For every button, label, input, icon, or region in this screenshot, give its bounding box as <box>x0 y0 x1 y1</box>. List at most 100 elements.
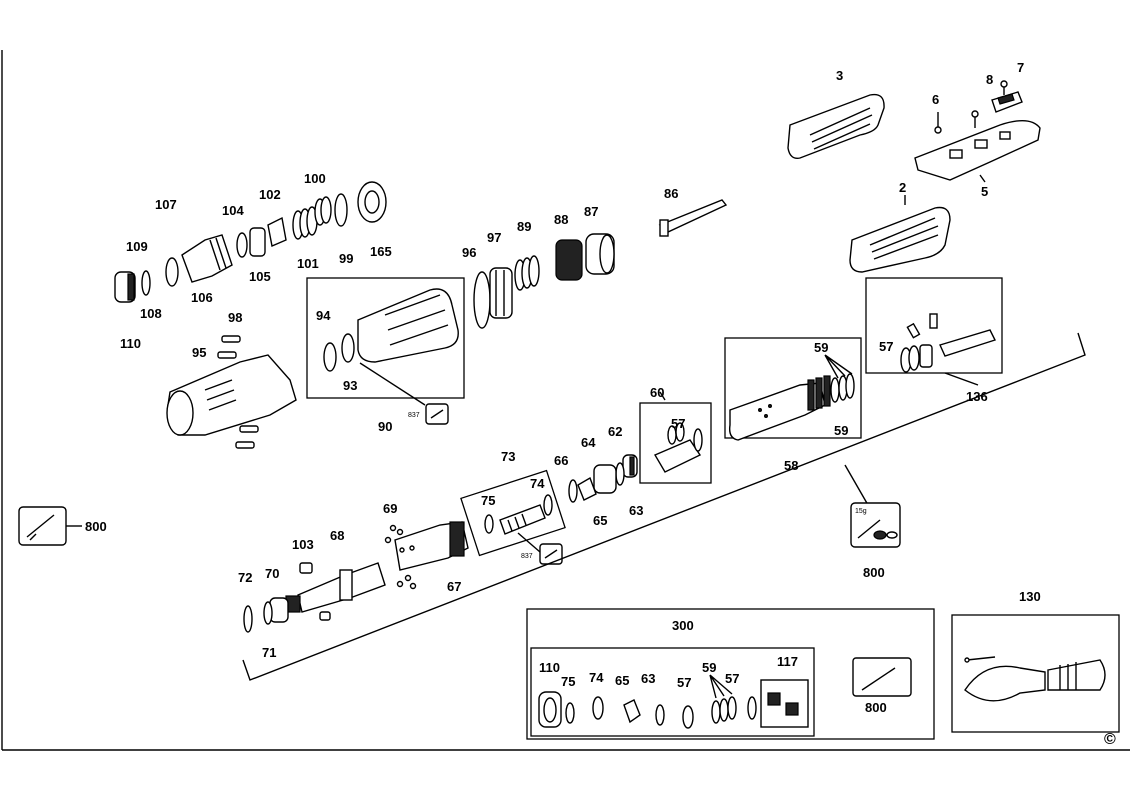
leader-5 <box>979 174 986 183</box>
label-57-kit: 57 <box>677 675 691 690</box>
part-2-side-cover <box>849 206 951 273</box>
label-86: 86 <box>664 186 678 201</box>
part-102-washer <box>267 216 287 247</box>
label-95: 95 <box>192 345 206 360</box>
kit-136-box <box>865 277 1003 374</box>
part-70-bushing <box>269 597 289 623</box>
label-66: 66 <box>554 453 568 468</box>
label-130: 130 <box>1019 589 1041 604</box>
label-5: 5 <box>981 184 988 199</box>
label-71: 71 <box>262 645 276 660</box>
part-86-pin <box>658 199 728 237</box>
kit-300-box <box>526 608 935 740</box>
label-7: 7 <box>1017 60 1024 75</box>
label-67: 67 <box>447 579 461 594</box>
part-89-spring <box>514 255 540 291</box>
label-63-kit: 63 <box>641 671 655 686</box>
part-104-ring <box>236 232 248 258</box>
label-65: 65 <box>593 513 607 528</box>
part-105-bushing <box>249 227 266 257</box>
label-3: 3 <box>836 68 843 83</box>
label-70: 70 <box>265 566 279 581</box>
part-96-ring <box>473 271 491 329</box>
label-74-kit: 74 <box>589 670 604 685</box>
label-100: 100 <box>304 171 326 186</box>
part-72-ring <box>243 605 253 633</box>
label-837a: 837 <box>408 412 420 419</box>
label-110-kit: 110 <box>539 660 560 675</box>
part-59-rings-a <box>830 373 855 403</box>
label-69: 69 <box>383 501 397 516</box>
part-6-screw <box>934 110 979 134</box>
leader-800b <box>844 464 869 506</box>
label-99: 99 <box>339 251 353 266</box>
part-108-ring <box>141 270 151 296</box>
part-8-screw <box>1000 80 1008 95</box>
leader-59a <box>824 354 853 379</box>
label-800-middle: 800 <box>863 565 885 580</box>
part-75-ring-kit <box>565 702 575 724</box>
part-68-striker <box>285 562 386 613</box>
part-65-clip <box>577 476 597 501</box>
grease-kit-800-icon-left[interactable] <box>18 506 67 546</box>
label-165: 165 <box>370 244 392 259</box>
part-93-ring <box>341 333 355 363</box>
part-64-bushing <box>593 464 617 494</box>
label-110: 110 <box>120 336 141 351</box>
part-57-ring-kit-b <box>747 696 757 720</box>
label-136: 136 <box>966 389 988 404</box>
part-110-nut <box>114 271 136 303</box>
part-69-balls <box>384 524 417 590</box>
label-104: 104 <box>222 203 244 218</box>
label-64: 64 <box>581 435 596 450</box>
grease-kit-800-icon-middle[interactable] <box>850 502 901 548</box>
label-59-kit: 59 <box>702 660 716 675</box>
label-74: 74 <box>530 476 545 491</box>
label-88: 88 <box>554 212 568 227</box>
label-75-kit: 75 <box>561 674 575 689</box>
part-59-rings-kit <box>711 696 737 724</box>
kit-58-box <box>724 337 862 439</box>
part-101-spring <box>292 206 318 240</box>
part-62-nut <box>622 454 638 478</box>
part-90-cylinder <box>357 288 459 363</box>
part-3-side-cover <box>787 93 885 159</box>
part-67-gear <box>394 521 469 571</box>
label-101: 101 <box>297 256 319 271</box>
label-97: 97 <box>487 230 501 245</box>
part-107-ring <box>165 257 179 287</box>
part-136-bit-adapter <box>900 313 996 373</box>
label-63: 63 <box>629 503 643 518</box>
label-90: 90 <box>378 419 392 434</box>
label-106: 106 <box>191 290 213 305</box>
part-97-bearing <box>489 267 513 319</box>
part-66-ring <box>568 479 578 503</box>
part-98-bolts <box>217 335 259 449</box>
part-74-ring-kit <box>592 696 604 720</box>
leader-837 <box>359 362 426 406</box>
part-117-brushes <box>760 679 809 728</box>
grease-837-icon <box>425 403 449 425</box>
label-105: 105 <box>249 269 271 284</box>
grease-kit-800-icon-box[interactable] <box>852 657 912 697</box>
part-5-housing <box>914 120 1041 181</box>
part-65-clip-kit <box>623 699 641 724</box>
kit-60-box <box>639 402 712 484</box>
label-60: 60 <box>650 385 664 400</box>
assembly-bracket-line <box>242 332 1086 681</box>
kit-90-box <box>306 277 465 399</box>
label-837b: 837 <box>521 553 533 560</box>
label-87: 87 <box>584 204 598 219</box>
label-57-top: 57 <box>879 339 893 354</box>
leader-136 <box>944 372 979 386</box>
kit-73-box <box>460 469 566 557</box>
part-number-labels: 3 8 7 6 2 5 107 109 104 102 100 99 165 1… <box>85 60 1116 748</box>
grease-837b-icon <box>539 543 563 565</box>
label-65-kit: 65 <box>615 673 629 688</box>
label-103: 103 <box>292 537 314 552</box>
kit-130-box <box>951 614 1120 733</box>
label-93: 93 <box>343 378 357 393</box>
label-15g: 15g <box>855 508 867 515</box>
part-88-needle-bearing <box>555 239 583 281</box>
